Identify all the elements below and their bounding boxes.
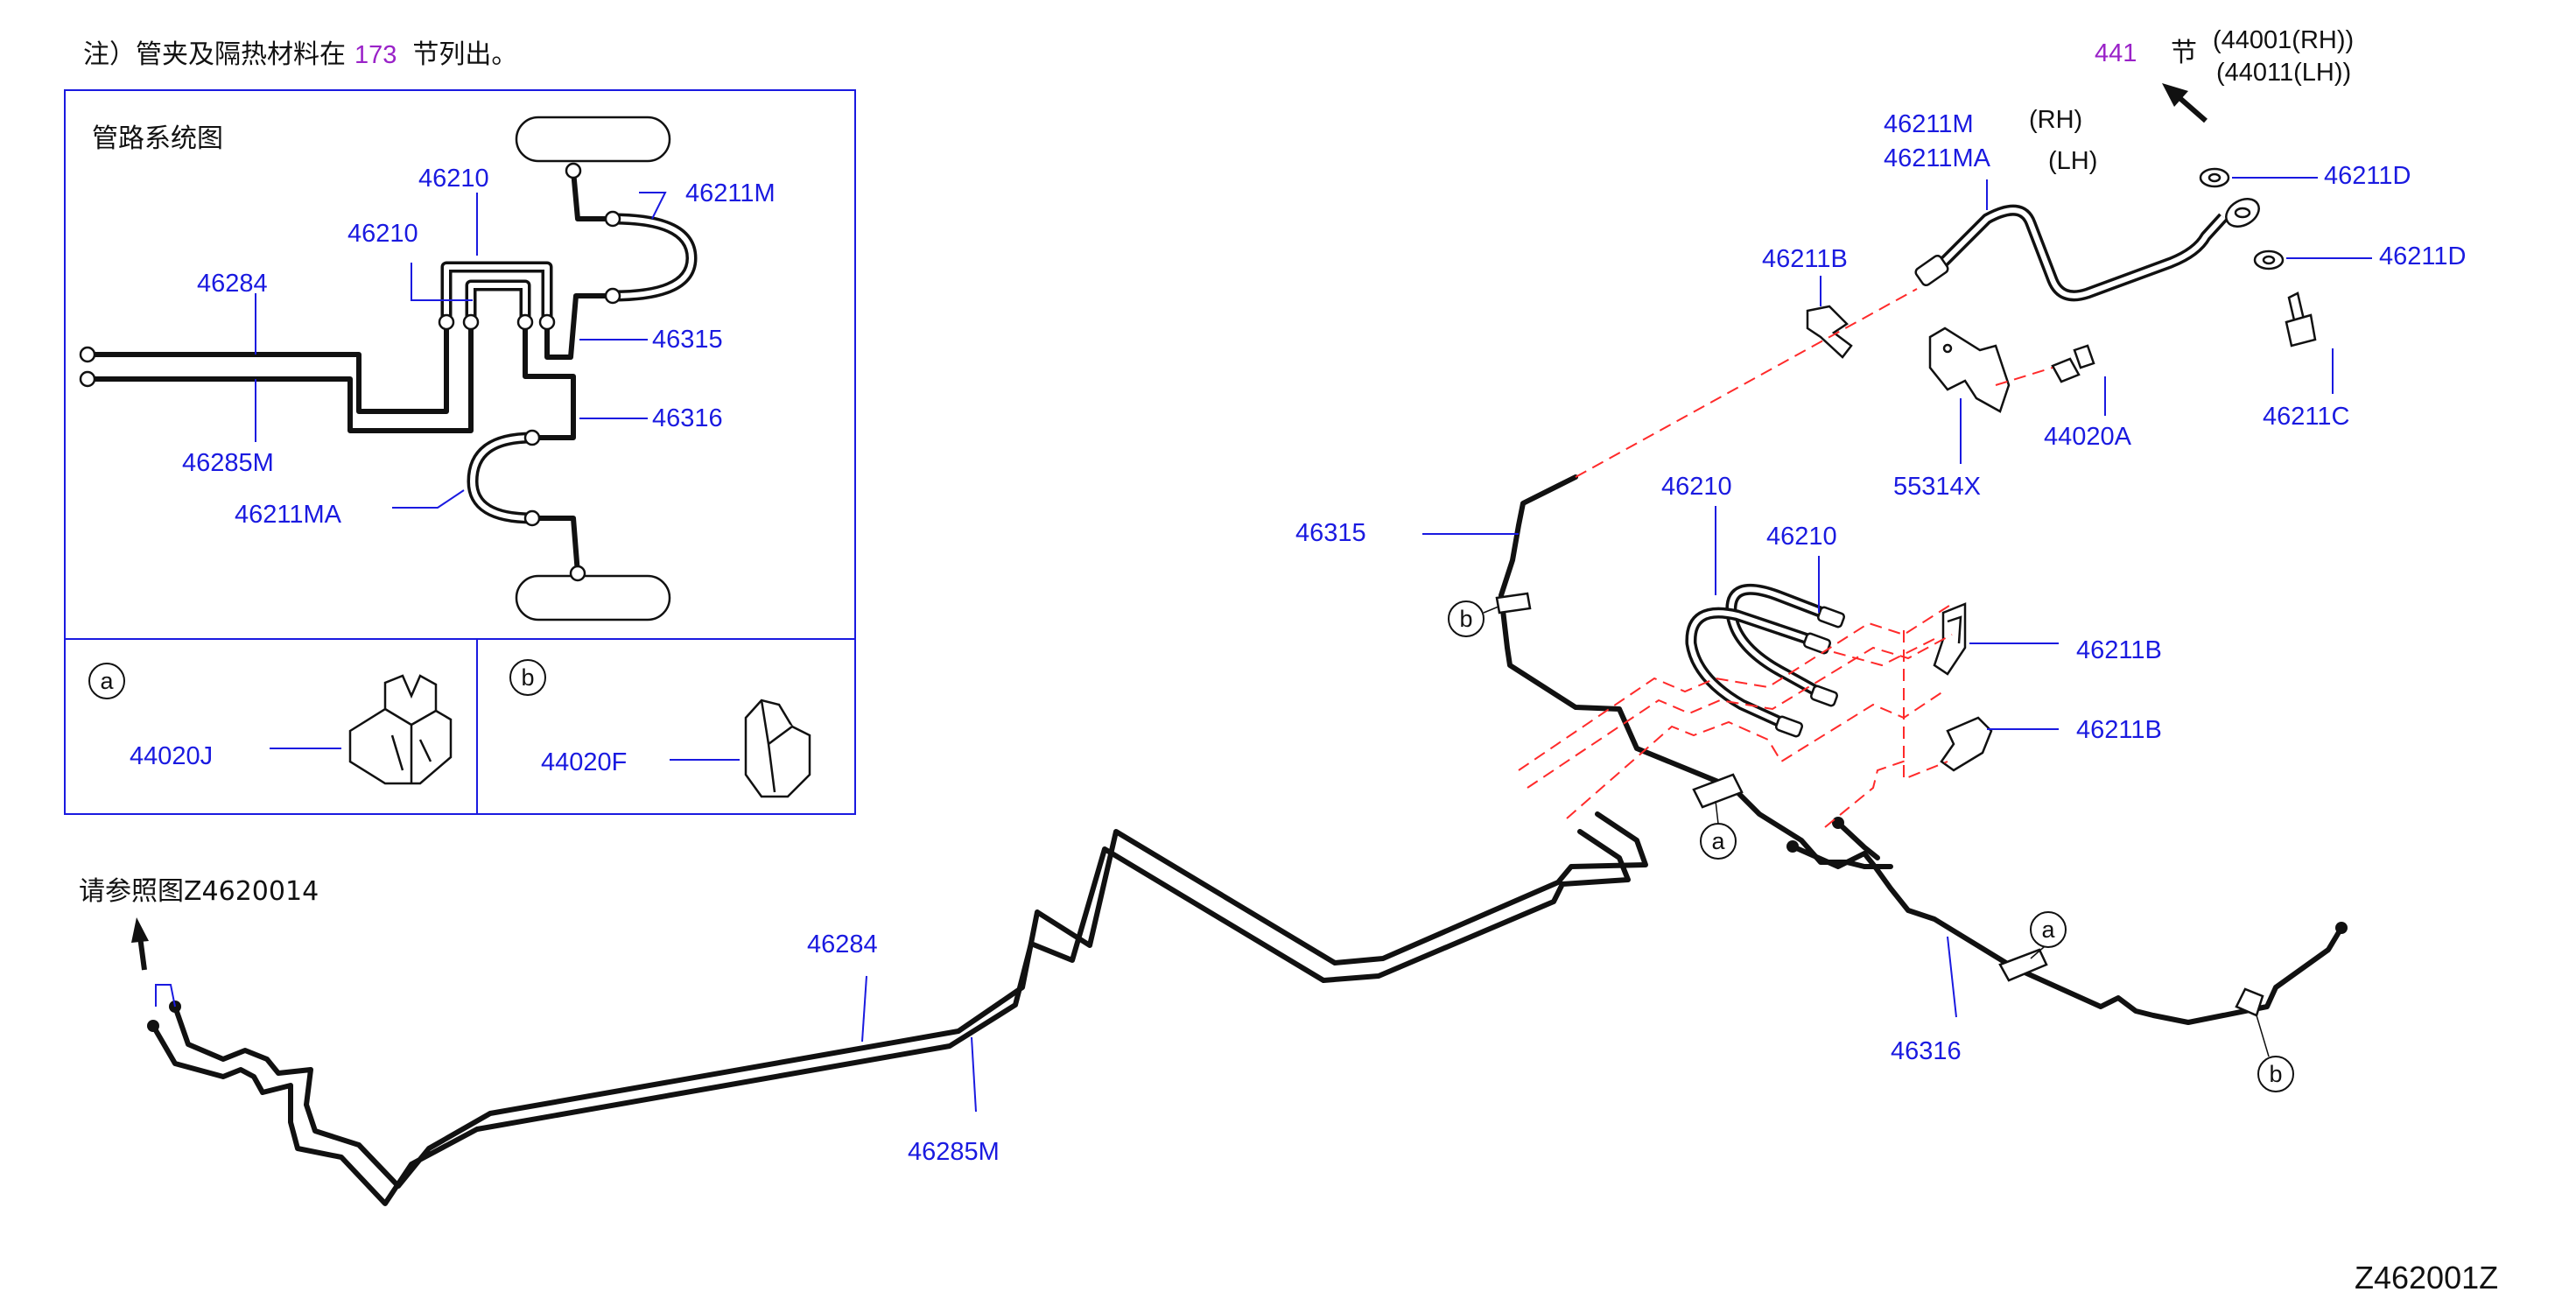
label-46211D-1: 46211D — [2324, 162, 2411, 190]
assembly-guides — [1518, 288, 2053, 828]
inset-label-46285M: 46285M — [182, 449, 274, 477]
label-44020A: 44020A — [2044, 423, 2132, 451]
inset-label-46284: 46284 — [197, 270, 268, 298]
inset-label-46210-b: 46210 — [347, 220, 418, 248]
tube-46210-loops — [1685, 583, 1846, 738]
label-46211MA: 46211MA — [1884, 144, 1991, 172]
section-ref-word: 节 — [2171, 38, 2197, 68]
clamp-a2-icon — [1998, 948, 2048, 982]
label-46210-2: 46210 — [1766, 523, 1837, 551]
clip-44020F-icon — [744, 699, 811, 798]
clamp-b1-icon — [1495, 592, 1532, 614]
label-46211B-1: 46211B — [2076, 636, 2162, 664]
arrow-up-left-icon — [2162, 83, 2207, 123]
section-ref-rh: (44001(RH)) — [2213, 26, 2354, 54]
label-46211D-2: 46211D — [2379, 242, 2466, 270]
marker-b-1 — [1448, 600, 1485, 637]
see-figure-ref[interactable]: 请参照图Z4620014 — [79, 876, 319, 907]
label-46211B-2: 46211B — [2076, 716, 2162, 744]
inset-clip-b-part: 44020F — [541, 748, 627, 776]
inset-label-46210-a: 46210 — [418, 165, 489, 193]
label-55314X: 55314X — [1893, 473, 1981, 501]
inset-label-46211MA: 46211MA — [235, 501, 342, 529]
label-46210-1: 46210 — [1661, 473, 1732, 501]
inset-clip-a-part: 44020J — [130, 742, 213, 770]
label-rh: (RH) — [2029, 106, 2082, 134]
bracket-55314X-icon — [1928, 327, 2011, 413]
inset-label-46316: 46316 — [652, 404, 723, 432]
inset-clip-a-letter: a — [100, 668, 114, 694]
marker-b-1-letter: b — [1459, 606, 1472, 632]
bolt-44020A-icon — [2051, 344, 2095, 383]
clip-46211B-low-icon — [1940, 716, 1993, 772]
note-suffix: 节列出。 — [412, 39, 517, 70]
tube-46211M — [1914, 198, 2260, 302]
marker-a-1-letter: a — [1711, 828, 1725, 854]
label-46211B-top: 46211B — [1762, 245, 1848, 273]
inset-clip-a-marker — [88, 663, 125, 699]
note-text: 注）管夹及隔热材料在 173 节列出。 — [83, 39, 517, 70]
tube-46284-46285M — [147, 811, 1648, 1206]
section-ref-lh: (44011(LH)) — [2216, 59, 2351, 87]
label-46211M: 46211M — [1884, 110, 1974, 138]
inset-top-unit — [515, 116, 671, 163]
inset-label-46211M: 46211M — [685, 179, 776, 207]
arrow-up-icon — [131, 917, 149, 971]
inset-label-46315: 46315 — [652, 326, 723, 354]
bolt-46211C-icon — [2285, 291, 2317, 348]
label-46315: 46315 — [1295, 519, 1366, 547]
inset-bottom-unit — [515, 574, 671, 621]
inset-title: 管路系统图 — [92, 123, 223, 154]
tube-46315 — [1499, 474, 2348, 1025]
clip-46211B-top-icon — [1806, 305, 1853, 359]
label-46316: 46316 — [1891, 1037, 1962, 1065]
inset-panel: 管路系统图 46210 — [64, 89, 856, 815]
diagram-code: Z462001Z — [2355, 1260, 2498, 1295]
clip-46211B-mid-icon — [1933, 602, 1967, 676]
section-ref-link[interactable]: 441 — [2095, 39, 2137, 67]
label-46211C: 46211C — [2263, 403, 2349, 431]
marker-b-2-letter: b — [2269, 1061, 2282, 1087]
label-46284: 46284 — [807, 930, 878, 958]
note-prefix: 注）管夹及隔热材料在 — [83, 39, 346, 70]
clip-44020J-icon — [348, 674, 453, 785]
clamp-b2-icon — [2235, 987, 2264, 1017]
marker-a-2-letter: a — [2041, 916, 2055, 943]
inset-clip-b-marker — [509, 659, 546, 696]
label-lh: (LH) — [2048, 147, 2097, 175]
marker-a-2 — [2030, 911, 2067, 948]
note-section-link[interactable]: 173 — [354, 41, 397, 69]
clamp-a1-icon — [1692, 773, 1744, 809]
inset-clip-b-letter: b — [521, 664, 534, 691]
marker-b-2 — [2257, 1056, 2294, 1092]
label-46285M: 46285M — [908, 1138, 1000, 1166]
